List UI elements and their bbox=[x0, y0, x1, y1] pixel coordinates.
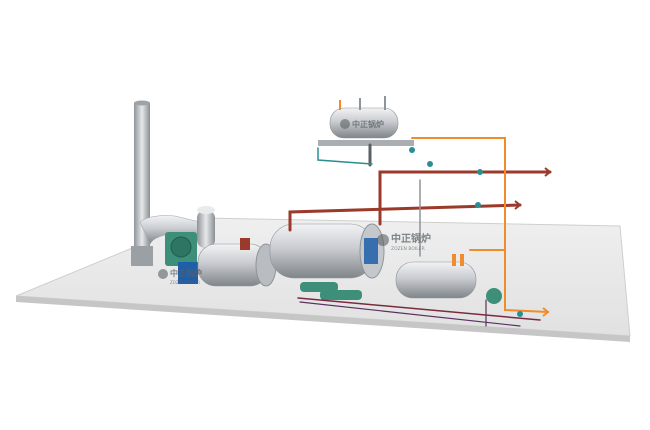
svg-text:中正锅炉: 中正锅炉 bbox=[391, 232, 431, 245]
brand-logo-elevated-drum: 中正锅炉 bbox=[340, 119, 384, 129]
expansion-tank bbox=[395, 254, 477, 299]
brand-logo-small-boiler: 中正锅炉 ZOZEN BOILER bbox=[158, 268, 202, 285]
chimney-stack bbox=[131, 100, 153, 266]
valve-set bbox=[409, 147, 523, 317]
burner-unit bbox=[165, 232, 198, 284]
svg-text:ZOZEN BOILER: ZOZEN BOILER bbox=[170, 280, 200, 285]
vertical-tank bbox=[197, 206, 215, 248]
svg-text:中正锅炉: 中正锅炉 bbox=[170, 268, 202, 278]
pipework bbox=[288, 137, 552, 327]
circulation-pumps bbox=[300, 282, 502, 304]
brand-logo-large-boiler: 中正锅炉 ZOZEN BOILER bbox=[377, 232, 431, 252]
svg-text:ZOZEN BOILER: ZOZEN BOILER bbox=[391, 246, 425, 252]
boiler-drum-large bbox=[269, 223, 385, 279]
boiler-drum-small bbox=[197, 238, 277, 287]
elevated-drum bbox=[318, 96, 414, 146]
svg-text:中正锅炉: 中正锅炉 bbox=[352, 119, 384, 129]
flow-arrows bbox=[514, 167, 552, 317]
